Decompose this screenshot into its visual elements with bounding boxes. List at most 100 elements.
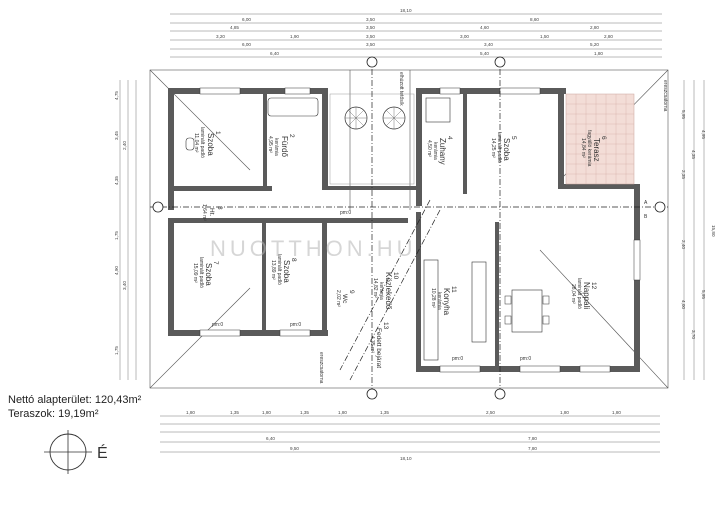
top-dim-r2-d: 2,80: [590, 25, 599, 30]
room-11-floor: kerámia: [436, 292, 442, 310]
gutter-note-bottom: ereszcsatorna: [318, 352, 324, 384]
terrace-value: 19,19m²: [58, 408, 99, 420]
right-dim-3: 4,95: [701, 130, 706, 139]
top-dim-r3-d: 3,00: [460, 34, 469, 39]
room-4-num: 4: [446, 136, 453, 140]
level-mark-2: pm:0: [212, 322, 223, 328]
toilet-icon: [185, 137, 195, 151]
room-1-floor: laminált padló: [199, 127, 205, 158]
top-dim-r3-f: 2,80: [604, 34, 613, 39]
shower-icon: [425, 97, 451, 123]
room-13-name: Fedett bejárat: [375, 328, 382, 368]
room-5-floor: laminált padló: [496, 132, 502, 163]
room-7-floor: laminált padló: [198, 257, 204, 288]
room-3-area: 1,64 m²: [201, 204, 207, 221]
room-6-floor: fagyálló kerámia: [586, 130, 592, 167]
room-1-num: 1: [214, 131, 221, 135]
room-12-num: 12: [590, 282, 597, 290]
right-dim-6: 2,40: [681, 240, 686, 249]
room-7-num: 7: [212, 261, 219, 265]
north-compass: É: [44, 430, 108, 474]
room-8-name: Szoba: [282, 260, 291, 283]
net-area-label: Nettó alapterület:: [8, 394, 92, 406]
level-mark-1: pm:0: [340, 210, 351, 216]
room-6-area: 14,84 m²: [580, 138, 586, 158]
room-13-num: 13: [382, 322, 389, 330]
windows: [199, 87, 641, 373]
room-4-area: 4,50 m²: [426, 140, 432, 157]
room-2-num: 2: [288, 134, 295, 138]
room-8-area: 13,89 m²: [270, 260, 276, 280]
terrace-area-row: Teraszok: 19,19m²: [8, 407, 141, 421]
room-6-name: Terasz: [592, 138, 601, 162]
top-dim-r3-b: 1,90: [290, 34, 299, 39]
bottom-dim-4: 1,35: [300, 410, 309, 415]
right-dim-7: 4,00: [681, 300, 686, 309]
level-mark-4: pm:0: [452, 356, 463, 362]
bottom-dim-8: 1,80: [560, 410, 569, 415]
bottom-dim-1: 1,80: [186, 410, 195, 415]
terrace-label: Teraszok:: [8, 408, 56, 420]
left-dim-1: 4,75: [114, 91, 119, 100]
gutter-note-right: ereszcsatorna: [662, 80, 668, 112]
kitchen-counter: [423, 259, 439, 361]
level-mark-5: pm:0: [520, 356, 531, 362]
left-dim-3: 2,40: [122, 141, 127, 150]
bottom-dim-r3-b: 7,80: [528, 436, 537, 441]
room-9-num: 9: [348, 290, 355, 294]
top-dim-r5-a: 6,40: [270, 51, 279, 56]
bottom-dim-5: 1,80: [338, 410, 347, 415]
right-dim-8: 3,70: [691, 330, 696, 339]
bottom-dim-r4-a: 9,50: [290, 446, 299, 451]
top-dim-r2-a: 4,85: [230, 25, 239, 30]
room-5-num: 5: [510, 136, 517, 140]
net-area-value: 120,43m²: [94, 394, 142, 406]
room-4-floor: kerámia: [432, 142, 438, 160]
room-8-floor: laminált padló: [276, 254, 282, 285]
axis-marker-icon: [494, 56, 506, 68]
level-mark-3: pm:0: [290, 322, 301, 328]
top-dim-r4-c: 3,40: [484, 42, 493, 47]
room-8-num: 8: [290, 258, 297, 262]
room-4-name: Zuhany: [438, 138, 447, 165]
axis-label-a: A: [644, 200, 648, 206]
left-dim-5: 1,75: [114, 231, 119, 240]
room-11-area: 10,28 m²: [430, 288, 436, 308]
bottom-dimension-lines: 1,80 1,35 1,80 1,35 1,80 1,35 2,50 1,80 …: [160, 410, 660, 461]
bottom-dim-r3-a: 6,40: [266, 436, 275, 441]
net-area-row: Nettó alapterület: 120,43m²: [8, 393, 141, 407]
right-dimension-lines: 5,95 4,35 4,95 2,35 15,80 2,40 4,00 3,70…: [681, 80, 716, 380]
right-dim-4: 2,35: [681, 170, 686, 179]
top-dim-1: 6,00: [242, 17, 251, 22]
right-dim-1: 5,95: [681, 110, 686, 119]
room-labels: 1 Szoba laminált padló 11,04 m² 2 Fürdő …: [192, 127, 607, 368]
top-dim-r3-c: 3,50: [366, 34, 375, 39]
ridge-note: elhúzott tetősík: [398, 72, 404, 106]
axis-label-b: B: [644, 214, 648, 220]
axis-lines: A B: [150, 56, 668, 400]
top-dim-r3-e: 1,50: [540, 34, 549, 39]
bottom-overall-dim: 18,10: [400, 456, 412, 461]
north-label: É: [97, 443, 108, 462]
room-11-num: 11: [450, 286, 457, 293]
left-dim-7: 1,75: [114, 346, 119, 355]
kitchen-island: [471, 261, 487, 343]
room-7-name: Szoba: [204, 263, 213, 286]
room-13-area: 4,35 m²: [369, 336, 375, 353]
bottom-dim-9: 1,80: [612, 410, 621, 415]
room-12-floor: laminált padló: [576, 278, 582, 309]
axis-marker-icon: [366, 388, 378, 400]
top-dim-r5-c: 1,80: [594, 51, 603, 56]
room-9-area: 2,02 m²: [335, 290, 341, 307]
top-dim-r4-d: 5,20: [590, 42, 599, 47]
left-dim-6: 4,90: [114, 266, 119, 275]
top-dim-3: 8,60: [530, 17, 539, 22]
room-2-floor: kerámia: [273, 138, 279, 156]
terrace-tiling: [565, 93, 635, 185]
left-dim-4: 4,35: [114, 176, 119, 185]
room-10-area: 14,82 m²: [372, 278, 378, 298]
room-12-name: Nappali: [582, 282, 591, 309]
room-5-name: Szoba: [502, 138, 511, 161]
right-dim-2: 4,35: [691, 150, 696, 159]
